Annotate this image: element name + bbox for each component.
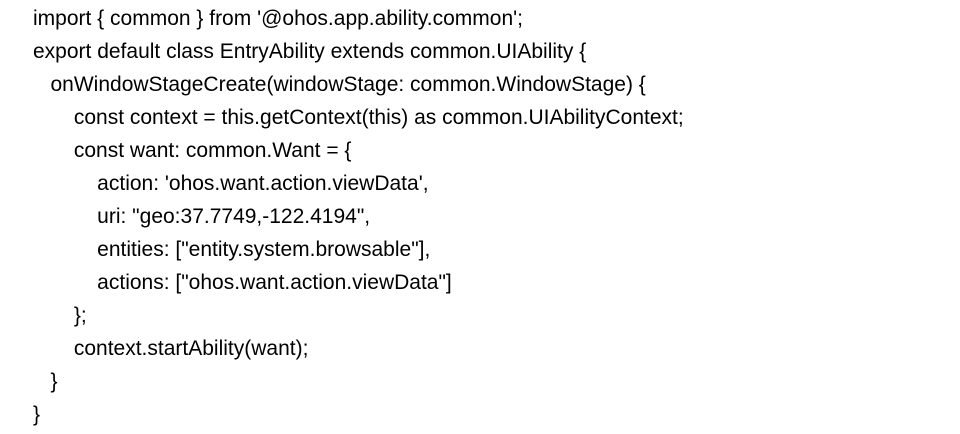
code-line: import { common } from '@ohos.app.abilit… (33, 7, 523, 30)
code-line: } (33, 370, 58, 393)
code-line: }; (33, 304, 87, 327)
code-line: entities: ["entity.system.browsable"], (33, 238, 431, 261)
code-line: const context = this.getContext(this) as… (33, 106, 684, 129)
code-line: uri: "geo:37.7749,-122.4194", (33, 205, 371, 228)
code-line: const want: common.Want = { (33, 139, 352, 162)
code-line: context.startAbility(want); (33, 337, 309, 360)
code-line: action: 'ohos.want.action.viewData', (33, 172, 429, 195)
code-line: actions: ["ohos.want.action.viewData"] (33, 271, 452, 294)
code-line: export default class EntryAbility extend… (33, 40, 587, 63)
code-line: onWindowStageCreate(windowStage: common.… (33, 73, 646, 96)
code-line: } (33, 403, 41, 426)
